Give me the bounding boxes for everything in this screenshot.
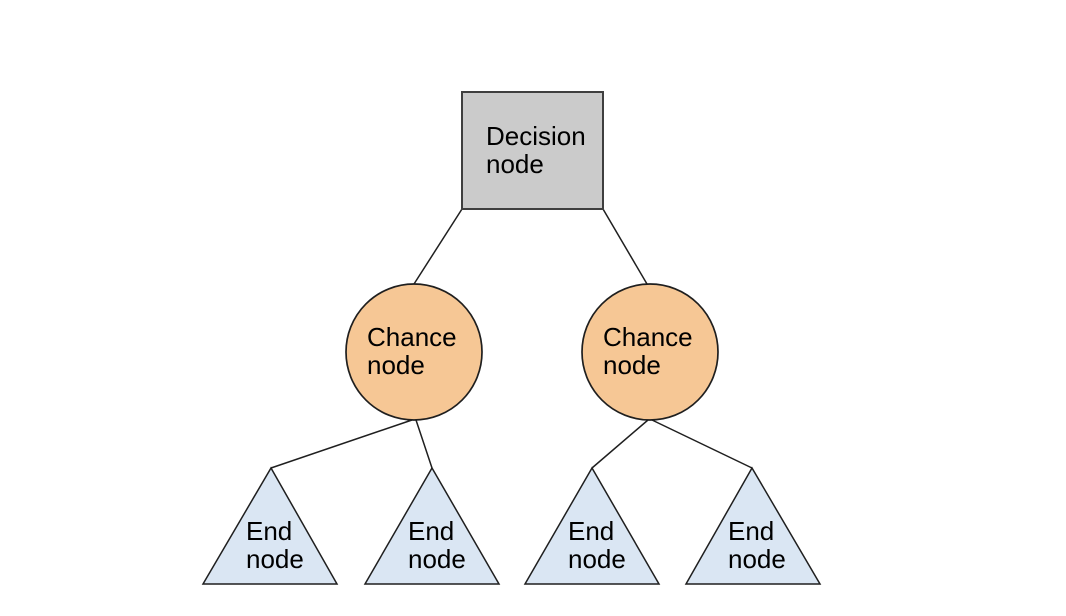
end-node-4-shape [684,466,822,585]
end-node-3-label-line2: node [568,544,626,574]
edge-chance-right-to-end-4 [651,419,753,469]
edge-chance-right-to-end-3 [591,419,649,469]
end-node-2: End node [363,466,501,585]
decision-node-label-line2: node [486,149,544,179]
end-node-1: End node [201,466,339,585]
end-node-1-shape [201,466,339,585]
end-node-3-label-line1: End [568,516,614,546]
edge-chance-left-to-end-2 [415,419,433,469]
chance-node-right-label-line1: Chance [603,322,693,352]
chance-node-left: Chance node [345,283,483,421]
end-node-2-label-line1: End [408,516,454,546]
decision-node-shape [461,91,604,210]
chance-node-left-label-line2: node [367,350,425,380]
end-node-4: End node [684,466,822,585]
end-node-1-label-line1: End [246,516,292,546]
chance-node-right-label-line2: node [603,350,661,380]
chance-node-left-shape [345,283,483,421]
edge-decision-to-chance-right [602,208,648,285]
decision-node-label-line1: Decision [486,121,586,151]
chance-node-right: Chance node [581,283,719,421]
end-node-3: End node [523,466,661,585]
end-node-4-label-line1: End [728,516,774,546]
chance-node-right-shape [581,283,719,421]
chance-node-left-label-line1: Chance [367,322,457,352]
edge-chance-left-to-end-1 [270,419,413,469]
edges [270,208,753,469]
end-node-3-shape [523,466,661,585]
end-node-2-shape [363,466,501,585]
decision-node: Decision node [461,91,604,210]
end-node-2-label-line2: node [408,544,466,574]
edge-decision-to-chance-left [413,208,463,285]
end-node-4-label-line2: node [728,544,786,574]
end-node-1-label-line2: node [246,544,304,574]
